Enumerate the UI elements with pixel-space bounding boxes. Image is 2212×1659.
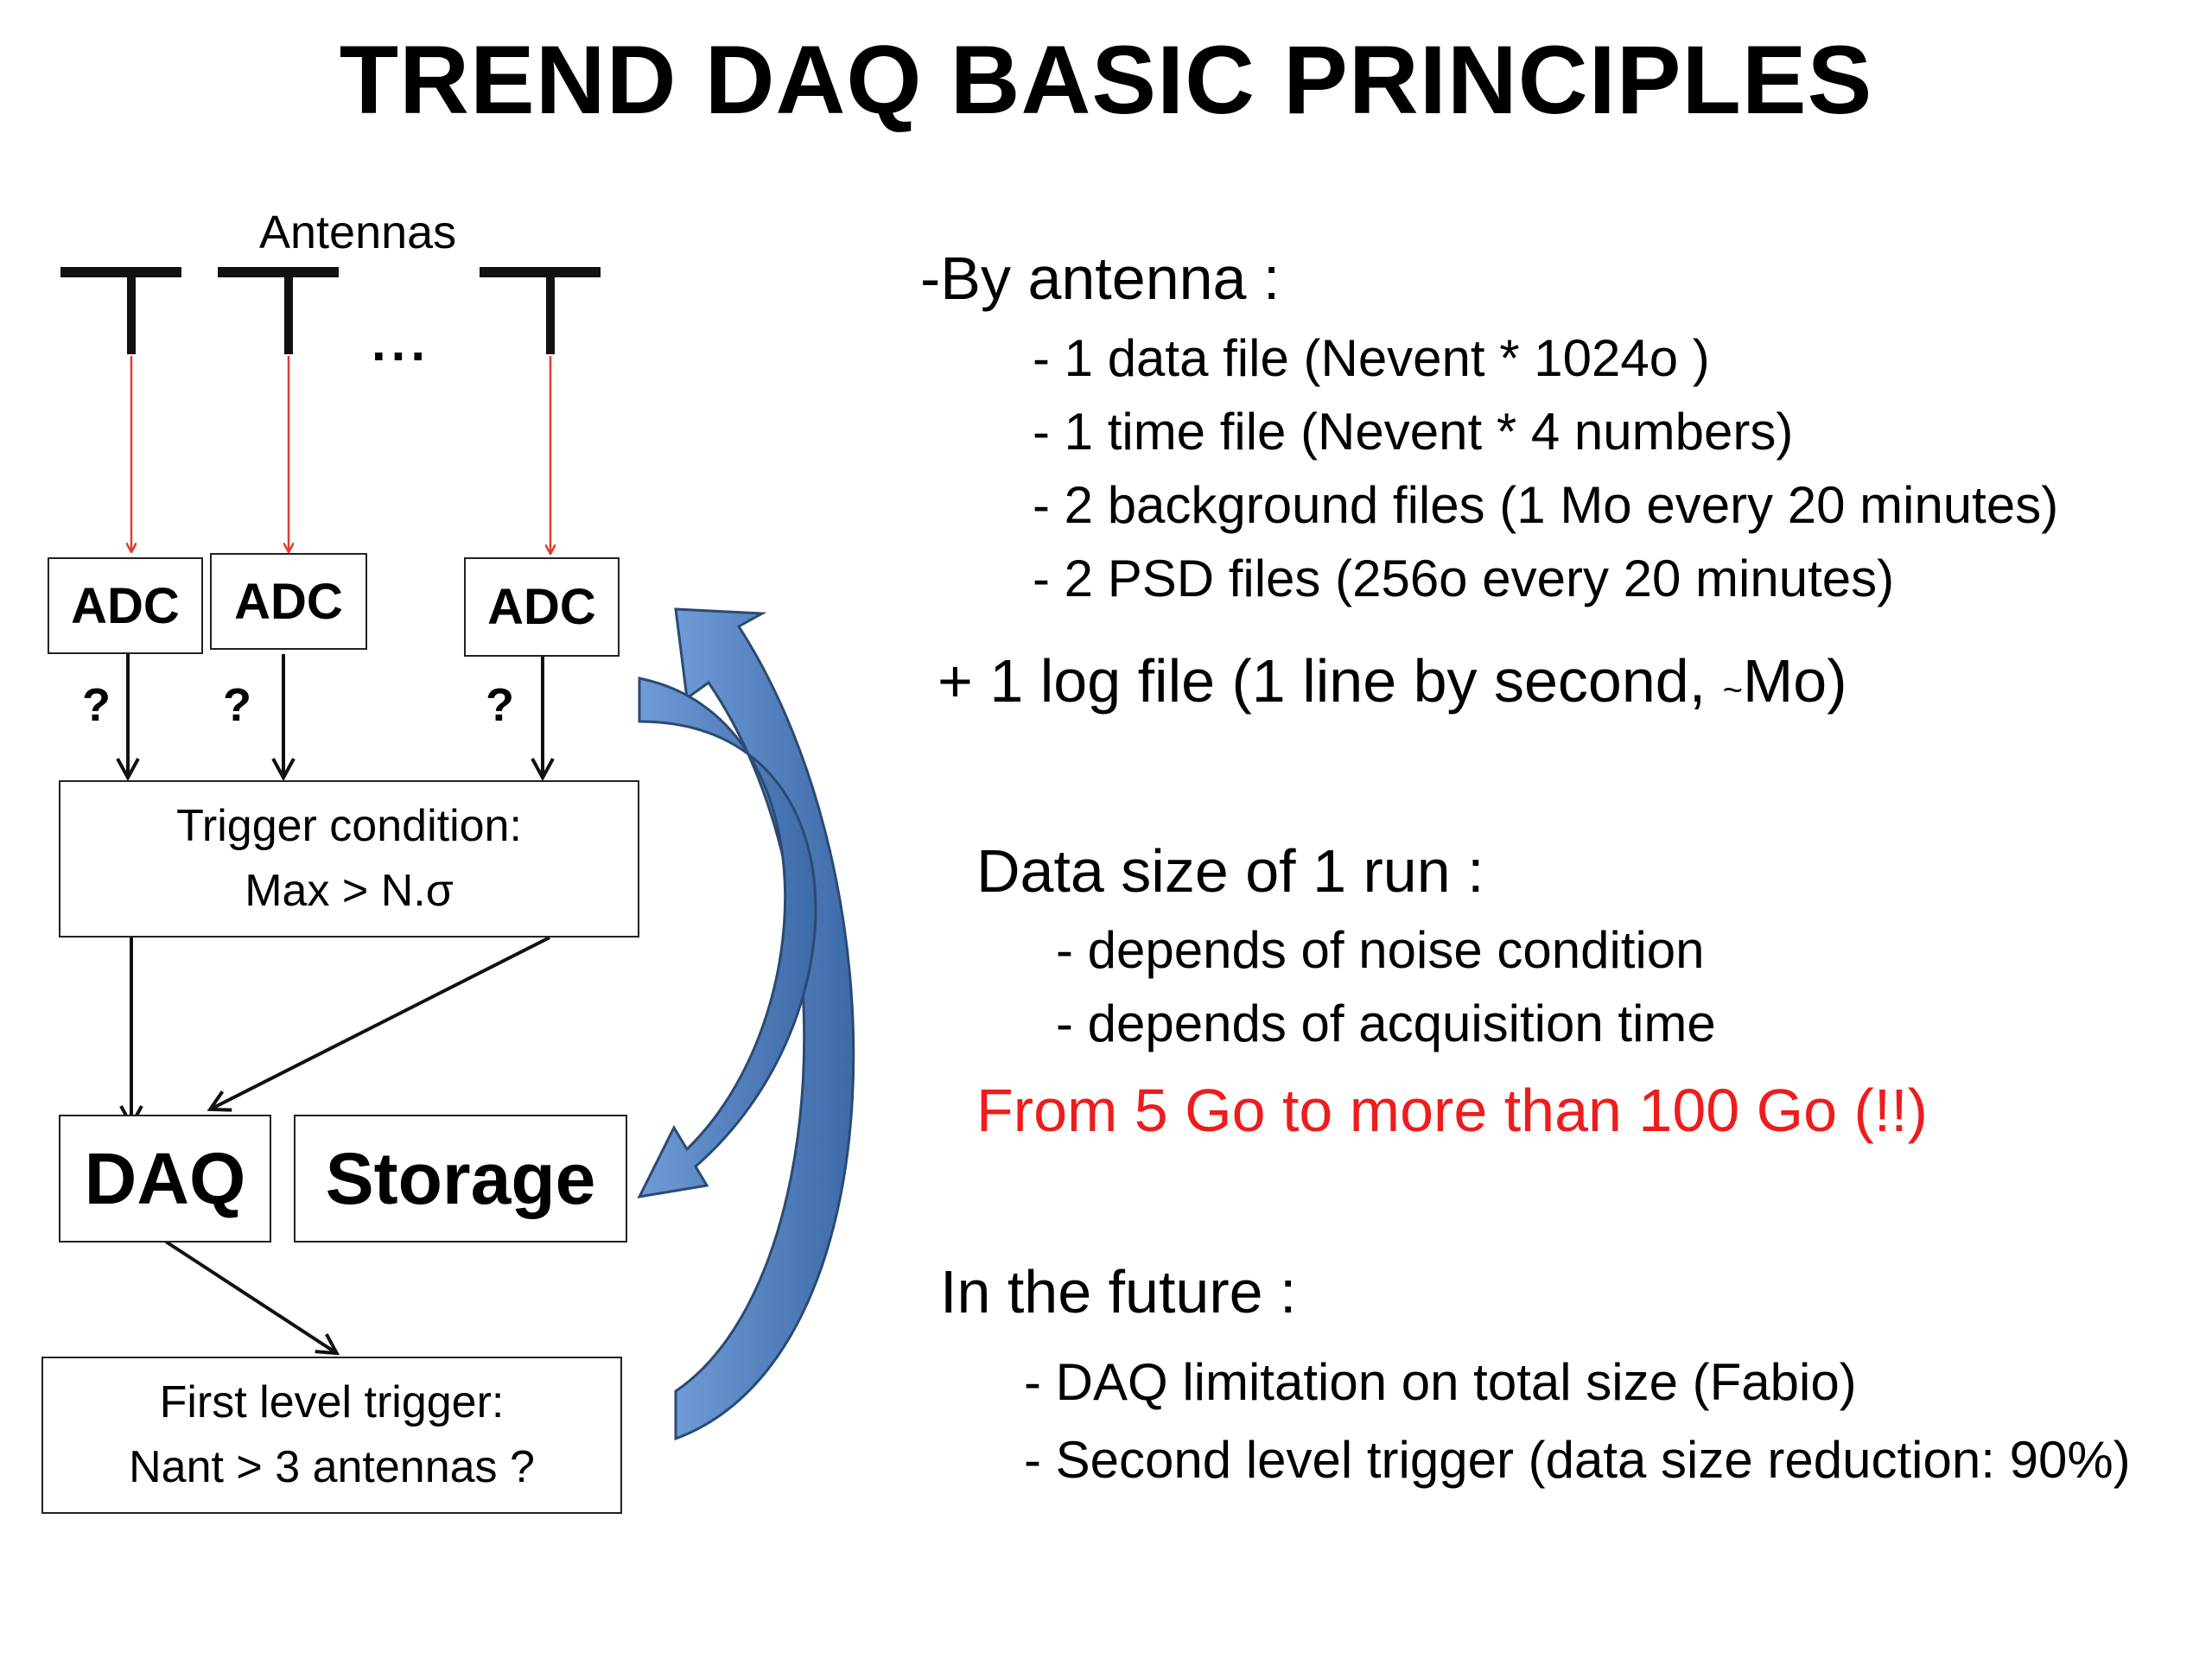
daq-box: DAQ [59,1115,271,1243]
data-size-item: - depends of noise condition [1056,921,1705,979]
page-title: TREND DAQ BASIC PRINCIPLES [339,26,1873,134]
future-heading: In the future : [940,1258,1297,1325]
trigger-condition-formula: Max > N.σ [245,866,454,916]
antenna-icon [480,267,601,354]
log-file-line: + 1 log file (1 line by second, ~Mo) [938,646,1847,715]
future-item: - Second level trigger (data size reduct… [1024,1431,2131,1489]
antennas-label: Antennas [259,207,457,258]
future-item: - DAQ limitation on total size (Fabio) [1024,1353,1857,1411]
by-antenna-heading: -By antenna : [920,245,1281,312]
adc-box: ADC [464,557,620,657]
trigger-condition-title: Trigger condition: [176,800,522,851]
storage-curved-arrow [637,677,817,1198]
data-size-heading: Data size of 1 run : [976,837,1484,905]
adc-box: ADC [48,557,203,654]
question-mark: ? [82,679,111,731]
log-file-suffix: Mo) [1742,647,1847,715]
by-antenna-item: - 1 data file (Nevent * 1024o ) [1033,329,1710,387]
adc-label: ADC [71,577,180,634]
adc-box: ADC [210,553,367,650]
log-file-tilde: ~ [1722,671,1743,709]
ellipsis-label: ... [372,314,431,372]
storage-label: Storage [325,1137,596,1219]
flow-arrow [164,1240,335,1352]
by-antenna-item: - 2 background files (1 Mo every 20 minu… [1033,476,2059,534]
adc-label: ADC [487,579,596,635]
storage-box: Storage [294,1115,627,1243]
data-size-item: - depends of acquisition time [1056,995,1716,1052]
flow-arrow [212,936,550,1109]
log-file-prefix: + 1 log file (1 line by second, [938,647,1723,715]
feedback-curved-arrow [674,607,855,1441]
daq-label: DAQ [84,1137,246,1219]
by-antenna-item: - 2 PSD files (256o every 20 minutes) [1033,550,1895,607]
data-size-highlight: From 5 Go to more than 100 Go (!!) [976,1077,1928,1144]
trigger-condition-box: Trigger condition: Max > N.σ [59,780,639,938]
antenna-icon [60,267,181,354]
antenna-icon [218,267,339,354]
by-antenna-item: - 1 time file (Nevent * 4 numbers) [1033,403,1794,461]
first-level-trigger-box: First level trigger: Nant > 3 antennas ? [41,1357,622,1514]
adc-label: ADC [234,573,343,630]
first-level-trigger-title: First level trigger: [159,1376,505,1427]
question-mark: ? [486,679,514,731]
question-mark: ? [223,679,251,731]
first-level-trigger-condition: Nant > 3 antennas ? [129,1442,535,1492]
